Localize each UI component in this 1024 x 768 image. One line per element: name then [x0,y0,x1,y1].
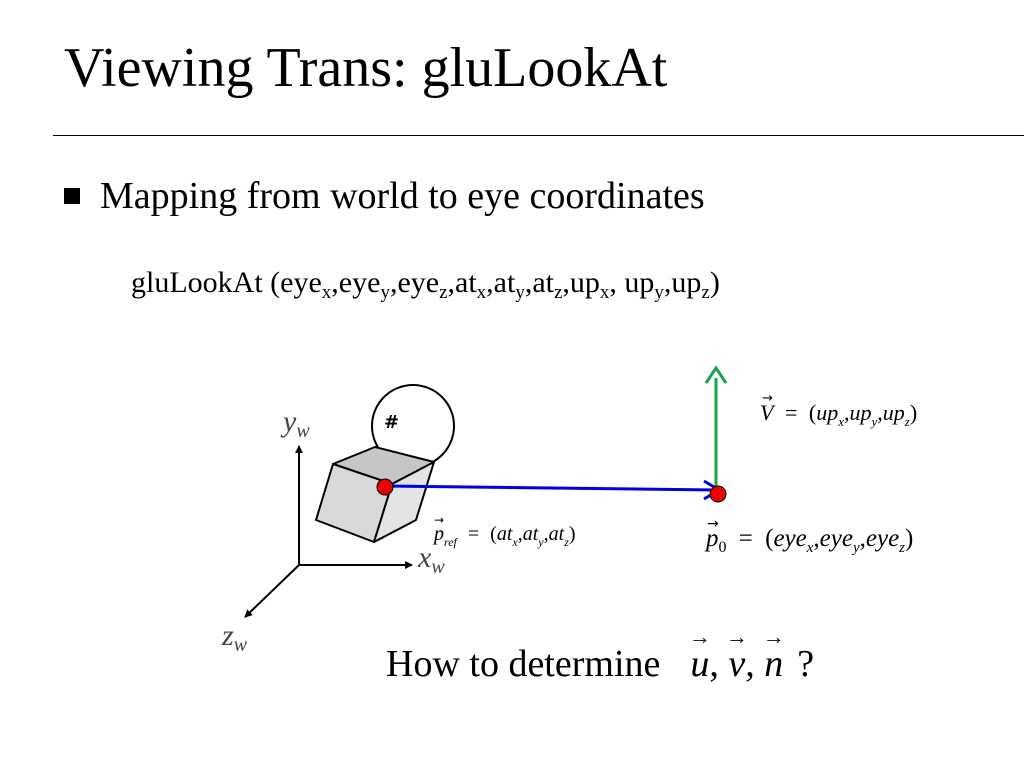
bullet-square-icon [64,188,80,205]
eye-point-formula: p0 = (eyex,eyey,eyez) [704,525,913,558]
signature-param: aty, [493,266,533,303]
up-vector-arrowhead [704,365,728,384]
z-axis-label: zw [221,619,248,656]
v-vector: v [728,642,745,688]
world-axes: yw xw zw [221,405,445,656]
bullet-text: Mapping from world to eye coordinates [100,175,705,217]
question-line: How to determineu, v, n? [386,642,814,688]
signature-param: upx, [569,266,625,303]
up-vector-formula: V = (upx,upy,upz) [760,400,917,429]
signature-param: eyex, [280,266,339,303]
eye-point-arrow-accent: → [707,516,719,532]
z-axis-line [244,564,300,618]
ref-point-arrow-accent: → [434,513,444,527]
view-direction-arrow [385,484,717,492]
slide-title: Viewing Trans: gluLookAt [64,37,668,99]
bullet-item: Mapping from world to eye coordinates [64,174,705,220]
signature-param: upy, [624,266,672,303]
signature-param: atz, [532,266,570,303]
signature-param: eyez, [397,266,456,303]
up-vector-arrow-accent: → [762,391,773,406]
signature-param: upz) [671,266,720,303]
y-axis-label: yw [280,405,310,442]
signature-param: atx, [455,266,494,303]
question-text: How to determine [386,643,661,685]
glulookat-signature: gluLookAt (eyex,eyey,eyez,atx,aty,atz,up… [131,265,720,303]
camera-cube [315,446,435,543]
n-vector: n [764,642,783,688]
question-mark: ? [797,643,815,685]
u-vector: u [690,642,709,688]
head-mark: # [384,412,399,433]
ref-point-formula: pref = (atx,aty,atz) [432,523,576,551]
title-divider [53,135,1024,136]
signature-func: gluLookAt ( [131,266,281,299]
reference-point [376,478,394,496]
signature-param: eyey, [338,266,398,303]
eye-point [709,485,727,503]
cube-side-face [373,461,435,543]
x-axis-label: xw [417,541,445,578]
